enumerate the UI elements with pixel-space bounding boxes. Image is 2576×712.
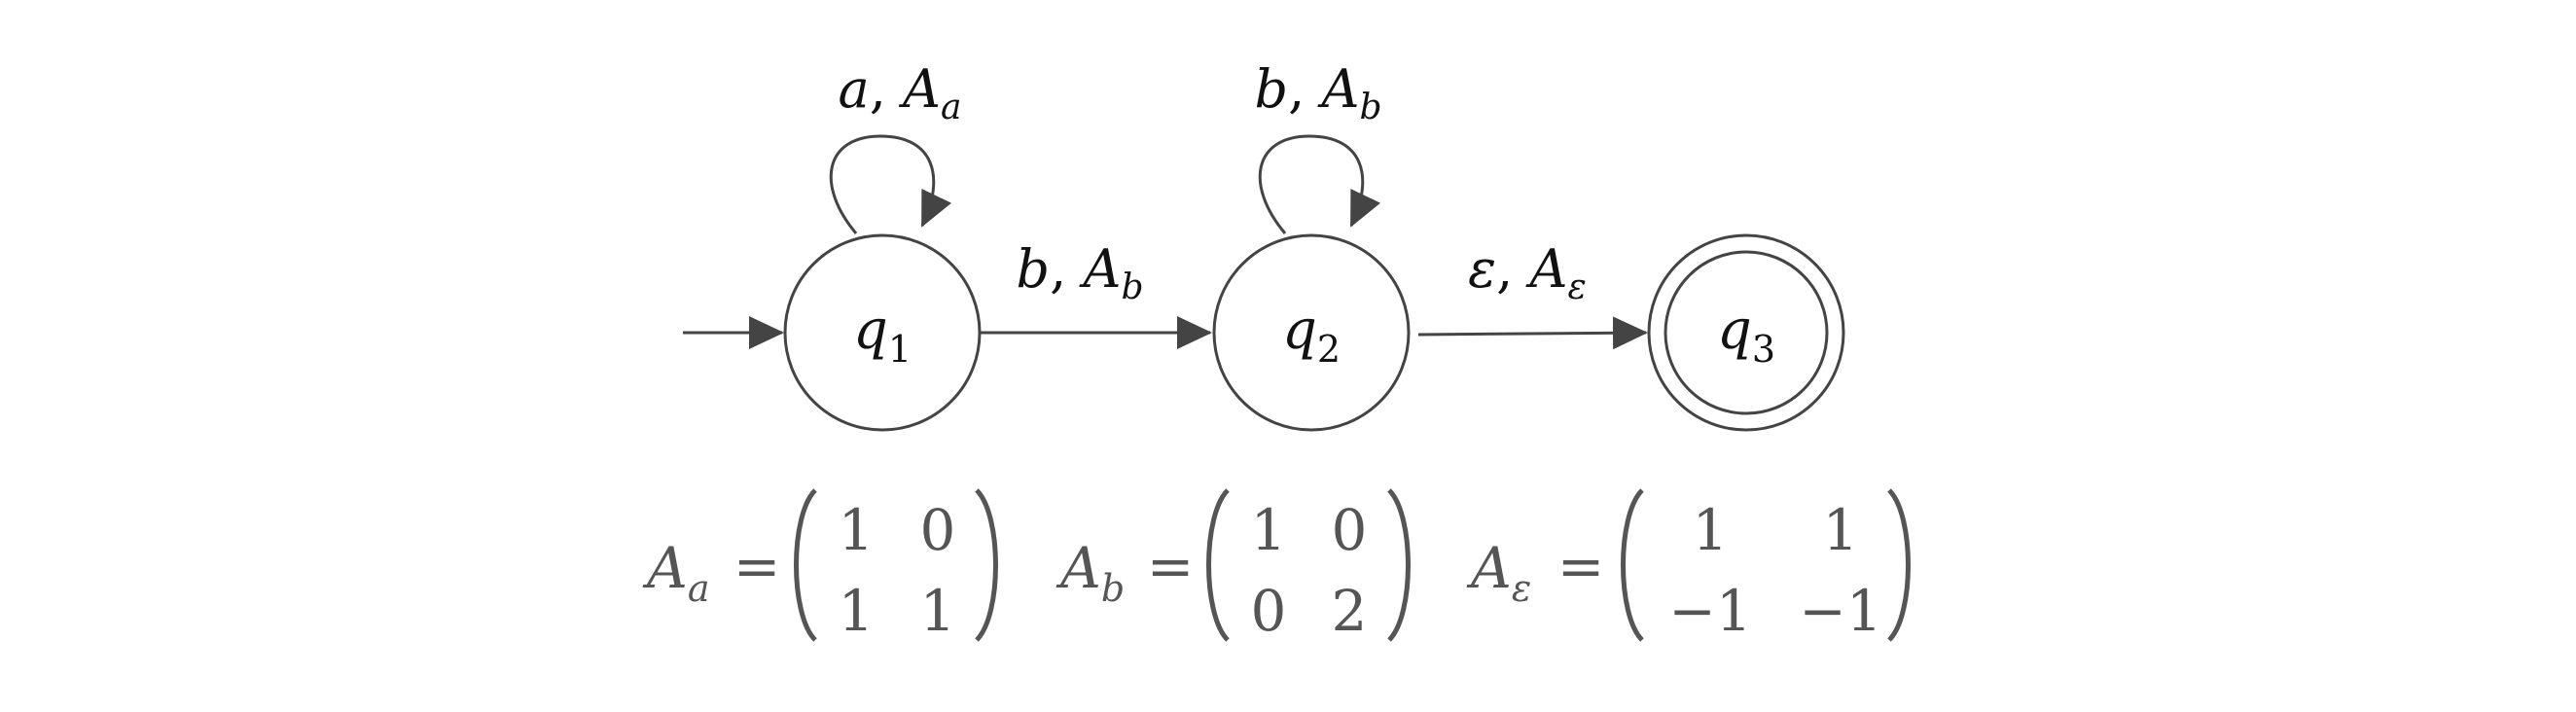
edge-label-q1-loop: a, Aa <box>838 58 961 127</box>
state-q1: q1 <box>783 233 982 432</box>
self-loop-q2 <box>1258 134 1381 234</box>
state-q3-subscript: 3 <box>1752 328 1775 371</box>
matrix-b-name: A <box>1055 535 1101 601</box>
matrix-epsilon-equals: = <box>1557 533 1605 599</box>
matrix-b-cell-1-1: 2 <box>1332 578 1368 644</box>
matrix-epsilon-cell-0-0: 1 <box>1693 497 1729 563</box>
svg-text:q3: q3 <box>1717 299 1775 371</box>
matrix-a: Aa = 1 0 1 1 <box>642 488 998 644</box>
accepting-ring <box>1664 250 1829 415</box>
matrix-a-right-paren <box>975 488 998 642</box>
matrix-epsilon-right-paren <box>1887 488 1911 642</box>
svg-text:Aε: Aε <box>1466 535 1531 610</box>
state-q2: q2 <box>1212 233 1411 432</box>
matrix-a-left-paren <box>794 488 817 642</box>
state-q1-subscript: 1 <box>888 328 912 371</box>
matrix-b-cell-0-1: 0 <box>1332 497 1368 563</box>
state-q3-label: q <box>1717 299 1752 362</box>
svg-text:Aa: Aa <box>642 535 710 610</box>
svg-text:q1: q1 <box>853 299 912 371</box>
state-q3: q3 <box>1647 233 1845 432</box>
matrix-b-cell-1-0: 0 <box>1251 578 1287 644</box>
svg-text:q2: q2 <box>1282 299 1341 371</box>
edge-label-q2-q3: ε, Aε <box>1468 238 1587 307</box>
matrix-b: Ab = 1 0 0 2 <box>1055 488 1411 644</box>
edge-label-q1-q2: b, Ab <box>1017 238 1144 307</box>
state-q1-label: q <box>853 299 888 362</box>
edge-q2-q3 <box>1417 316 1648 350</box>
state-q2-subscript: 2 <box>1317 328 1341 371</box>
svg-text:Ab: Ab <box>1055 535 1125 610</box>
matrix-a-equals: = <box>733 533 781 599</box>
matrix-b-right-paren <box>1387 488 1411 642</box>
matrix-a-cell-0-0: 1 <box>839 497 875 563</box>
edge-label-q2-loop: b, Ab <box>1255 58 1382 127</box>
matrix-a-cell-0-1: 0 <box>920 497 956 563</box>
matrix-a-subscript: a <box>688 567 710 610</box>
matrix-a-cell-1-1: 1 <box>920 578 956 644</box>
matrix-epsilon-subscript: ε <box>1512 567 1531 610</box>
matrix-a-cell-1-0: 1 <box>839 578 875 644</box>
matrix-a-name: A <box>642 535 688 601</box>
matrix-epsilon: Aε = 1 1 −1 −1 <box>1466 488 1911 644</box>
state-q2-label: q <box>1282 299 1317 362</box>
matrix-b-equals: = <box>1147 533 1195 599</box>
matrix-epsilon-cell-1-1: −1 <box>1799 578 1882 644</box>
matrix-b-subscript: b <box>1101 567 1125 610</box>
self-loop-q1 <box>829 134 952 234</box>
matrix-epsilon-name: A <box>1466 535 1512 601</box>
matrix-b-left-paren <box>1206 488 1230 642</box>
matrix-epsilon-cell-0-1: 1 <box>1823 497 1859 563</box>
matrix-epsilon-cell-1-0: −1 <box>1668 578 1752 644</box>
matrix-b-cell-0-0: 1 <box>1251 497 1287 563</box>
matrix-epsilon-left-paren <box>1621 488 1644 642</box>
